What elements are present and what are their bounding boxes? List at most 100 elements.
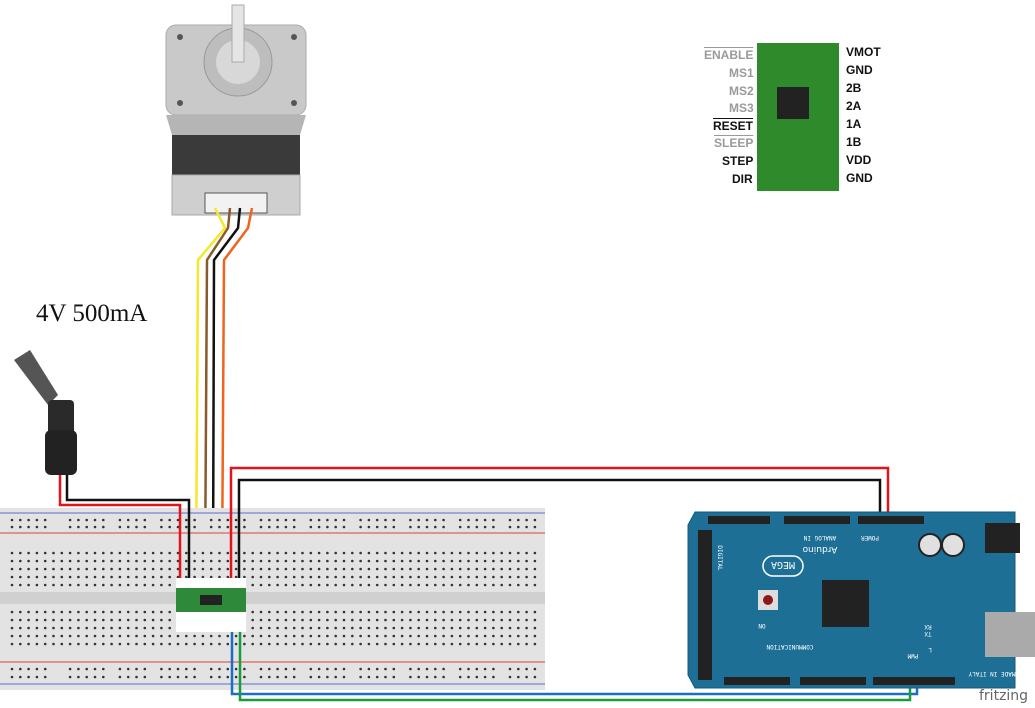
breadboard-hole [176, 642, 180, 646]
breadboard-hole [475, 626, 479, 630]
breadboard-hole [10, 575, 14, 579]
breadboard-hole [450, 642, 454, 646]
breadboard-hole [384, 583, 387, 587]
breadboard-hole [110, 634, 113, 638]
breadboard-hole [301, 567, 304, 571]
breadboard-hole [35, 626, 39, 630]
breadboard-hole [517, 583, 520, 587]
breadboard-hole [309, 618, 313, 622]
breadboard-hole [243, 559, 246, 563]
driver-chip [777, 87, 809, 119]
breadboard-hole [508, 525, 512, 529]
breadboard-hole [176, 634, 180, 638]
breadboard-hole [209, 525, 213, 529]
breadboard-hole [475, 675, 479, 679]
breadboard-hole [359, 675, 362, 679]
breadboard-hole [226, 567, 230, 571]
breadboard-hole [151, 559, 155, 563]
breadboard-hole [27, 610, 30, 614]
breadboard-hole [409, 634, 412, 638]
breadboard-hole [43, 575, 47, 579]
breadboard-hole [218, 551, 221, 555]
breadboard-hole [93, 518, 97, 522]
breadboard-hole [458, 675, 462, 679]
breadboard-hole [317, 567, 321, 571]
breadboard-hole [367, 626, 371, 630]
breadboard-hole [234, 518, 238, 522]
breadboard-hole [176, 518, 180, 522]
breadboard-hole [517, 610, 520, 614]
breadboard-hole [425, 551, 429, 555]
breadboard-hole [375, 610, 379, 614]
breadboard-hole [533, 583, 537, 587]
breadboard-hole [375, 634, 379, 638]
breadboard-hole [43, 618, 47, 622]
breadboard-hole [292, 525, 296, 529]
breadboard-hole [43, 610, 47, 614]
breadboard-hole [492, 559, 495, 563]
header-communication-label: COMMUNICATION [766, 643, 813, 650]
breadboard-hole [102, 618, 105, 622]
breadboard-hole [334, 567, 338, 571]
breadboard-hole [417, 618, 421, 622]
breadboard-hole [143, 634, 147, 638]
breadboard-hole [409, 626, 412, 630]
breadboard-hole [77, 575, 80, 579]
breadboard-hole [35, 675, 39, 679]
breadboard-hole [334, 618, 338, 622]
breadboard-hole [276, 518, 279, 522]
breadboard-hole [434, 634, 437, 638]
breadboard-hole [508, 551, 512, 555]
breadboard-hole [85, 634, 88, 638]
breadboard-hole [160, 634, 163, 638]
breadboard-hole [458, 667, 462, 671]
breadboard-hole [292, 626, 296, 630]
breadboard-hole [284, 551, 288, 555]
breadboard-hole [85, 567, 88, 571]
breadboard-hole [185, 567, 188, 571]
breadboard-hole [143, 583, 147, 587]
breadboard-hole [517, 559, 520, 563]
breadboard-hole [351, 642, 354, 646]
breadboard-hole [533, 559, 537, 563]
breadboard-hole [201, 551, 205, 555]
breadboard-hole [334, 525, 338, 529]
breadboard-hole [60, 583, 64, 587]
breadboard-hole [400, 551, 404, 555]
breadboard-hole [118, 642, 122, 646]
breadboard-hole [483, 610, 487, 614]
breadboard-hole [483, 634, 487, 638]
breadboard-hole [259, 583, 263, 587]
breadboard-hole [309, 525, 313, 529]
breadboard-hole [317, 525, 321, 529]
breadboard-hole [417, 667, 421, 671]
breadboard-hole [10, 559, 14, 563]
breadboard-hole [525, 618, 528, 622]
breadboard-hole [500, 626, 504, 630]
breadboard-hole [126, 525, 130, 529]
breadboard-hole [458, 618, 462, 622]
breadboard-hole [467, 559, 470, 563]
breadboard-hole [492, 667, 495, 671]
breadboard-hole [93, 525, 97, 529]
breadboard-hole [110, 551, 113, 555]
breadboard-hole [375, 618, 379, 622]
breadboard-hole [135, 610, 138, 614]
breadboard-hole [517, 667, 520, 671]
breadboard-hole [284, 575, 288, 579]
breadboard-hole [425, 525, 429, 529]
breadboard-hole [43, 525, 47, 529]
breadboard-hole [27, 567, 30, 571]
breadboard-hole [500, 634, 504, 638]
breadboard-hole [384, 634, 387, 638]
breadboard-hole [517, 567, 520, 571]
breadboard-hole [52, 634, 55, 638]
breadboard-hole [508, 610, 512, 614]
led-rx-label: RX [924, 623, 932, 630]
breadboard-hole [309, 667, 313, 671]
breadboard-hole [317, 642, 321, 646]
breadboard-hole [185, 551, 188, 555]
breadboard-hole [85, 551, 88, 555]
breadboard-hole [292, 559, 296, 563]
breadboard-hole [367, 525, 371, 529]
